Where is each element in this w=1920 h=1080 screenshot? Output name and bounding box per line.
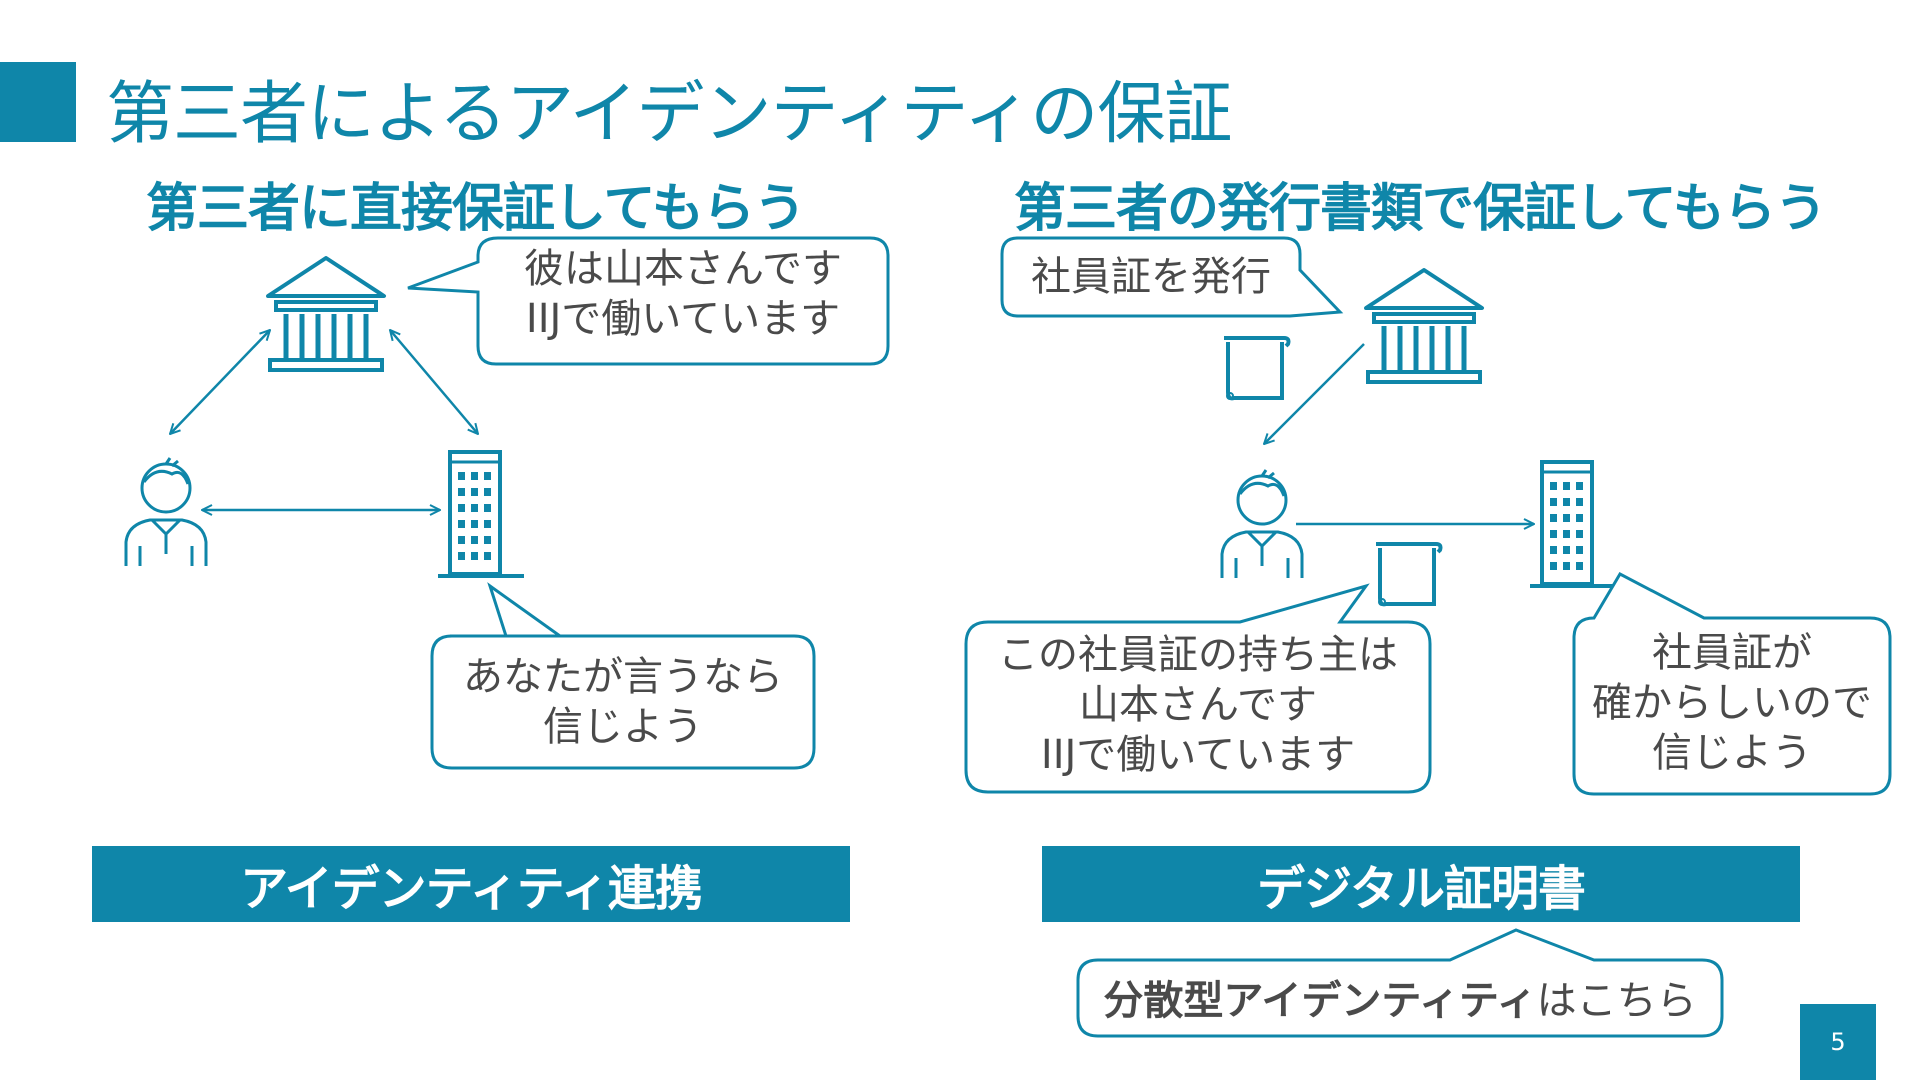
office-building-icon (1528, 460, 1618, 588)
document-scroll-icon (1222, 336, 1291, 401)
right-heading: 第三者の発行書類で保証してもらう (1014, 179, 1827, 239)
left-heading: 第三者に直接保証してもらう (146, 179, 806, 239)
decentralized-identity-link[interactable]: 分散型アイデンティティはこちら (1103, 978, 1697, 1024)
bank-speech-text: 彼は山本さんです IIJで働いています (524, 246, 842, 342)
issuer-speech-text: 社員証を発行 (1031, 254, 1271, 300)
slide-title: 第三者によるアイデンティティの保証 (106, 75, 1232, 154)
owner-speech-text: この社員証の持ち主は 山本さんです IIJで働いています (998, 632, 1398, 778)
arrow-bank-person (170, 330, 270, 434)
speech-bubble-bank (407, 236, 890, 366)
person-icon (124, 456, 208, 568)
speech-bubble-owner (964, 583, 1432, 794)
digital-certificate-label: デジタル証明書 (1042, 846, 1800, 922)
title-marker (0, 62, 76, 142)
speech-bubble-issuer (1000, 236, 1344, 318)
page-number: 5 (1800, 1004, 1876, 1080)
office-speech-text: あなたが言うなら 信じよう (463, 654, 783, 750)
arrow-bank-office (390, 330, 478, 434)
arrow-bank-person (1264, 343, 1365, 444)
bank-icon (1366, 270, 1482, 382)
identity-federation-label: アイデンティティ連携 (92, 846, 850, 922)
office-building-icon (436, 450, 526, 578)
link-callout (1076, 928, 1724, 1038)
speech-bubble-verifier (1572, 572, 1892, 796)
verifier-speech-text: 社員証が 確からしいので 信じよう (1592, 630, 1872, 776)
speech-bubble-office (430, 582, 816, 770)
person-icon (1220, 468, 1304, 580)
document-scroll-icon (1374, 542, 1443, 607)
bank-icon (268, 258, 384, 370)
